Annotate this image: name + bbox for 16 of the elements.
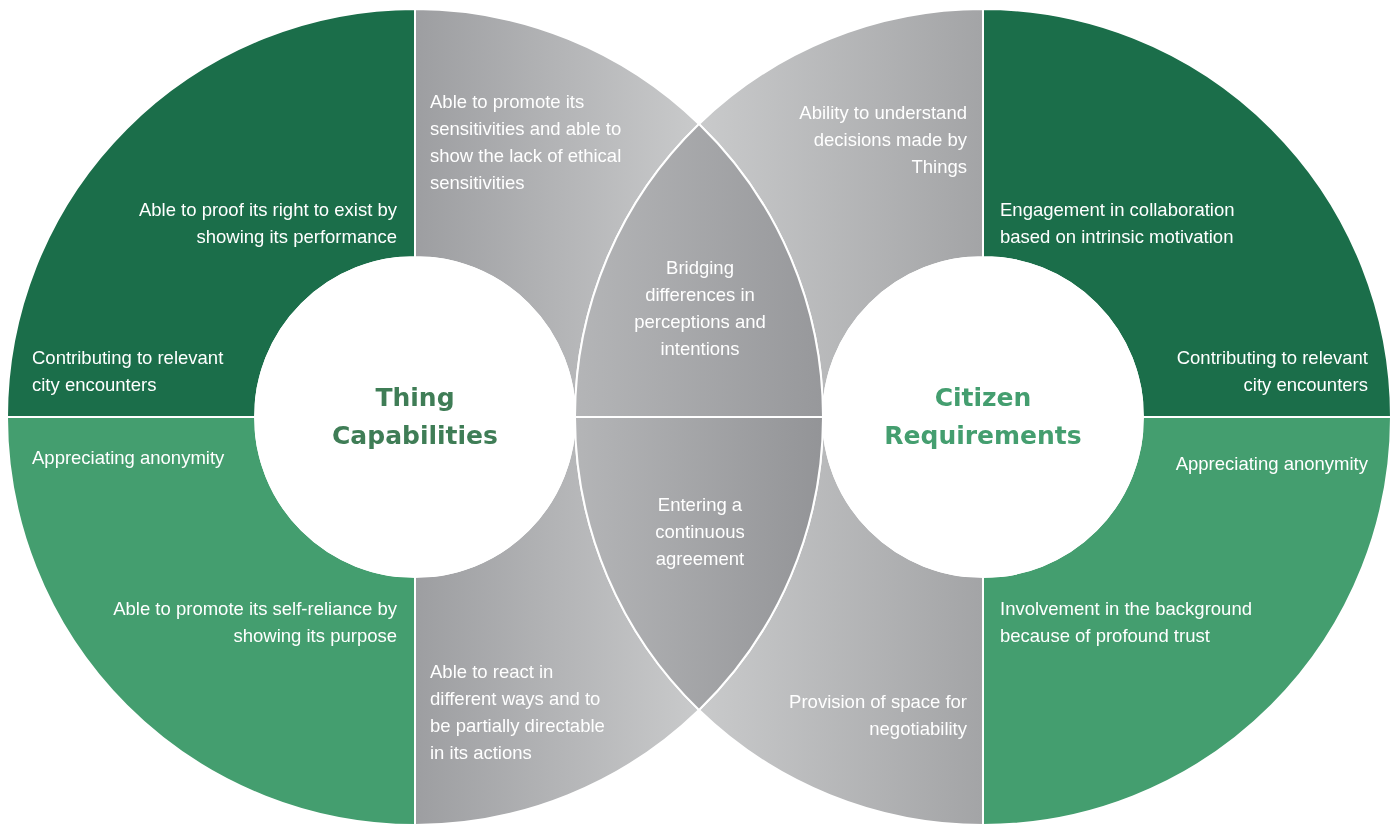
segment-text: Bridging differences in perceptions and intentions <box>633 256 767 361</box>
segment-text: Provision of space for negotiability <box>788 690 967 741</box>
segment-text: Able to promote its sensitivities and able to show the lack of ethical sensitivities <box>430 90 623 195</box>
segment-text: Able to promote its self-reliance by showing its purpose <box>112 597 397 648</box>
segment-text: Appreciating anonymity <box>1174 452 1368 476</box>
segment-text: Able to react in different ways and to be partially directable in its actions <box>430 660 606 765</box>
segment-text: Appreciating anonymity <box>32 446 226 470</box>
circle-title: Thing Capabilities <box>331 382 499 452</box>
segment-text: Engagement in collaboration based on intrinsic motivation <box>1000 198 1236 249</box>
circle-title: Citizen Requirements <box>883 382 1083 452</box>
segment-text: Ability to understand decisions made by Things <box>798 101 967 179</box>
segment-text: Involvement in the background because of profound trust <box>1000 597 1253 648</box>
segment-text: Contributing to relevant city encounters <box>1175 346 1368 397</box>
segment-text: Entering a continuous agreement <box>654 493 746 571</box>
segment-text: Able to proof its right to exist by showing its performance <box>137 198 397 249</box>
segment-text: Contributing to relevant city encounters <box>32 346 225 397</box>
